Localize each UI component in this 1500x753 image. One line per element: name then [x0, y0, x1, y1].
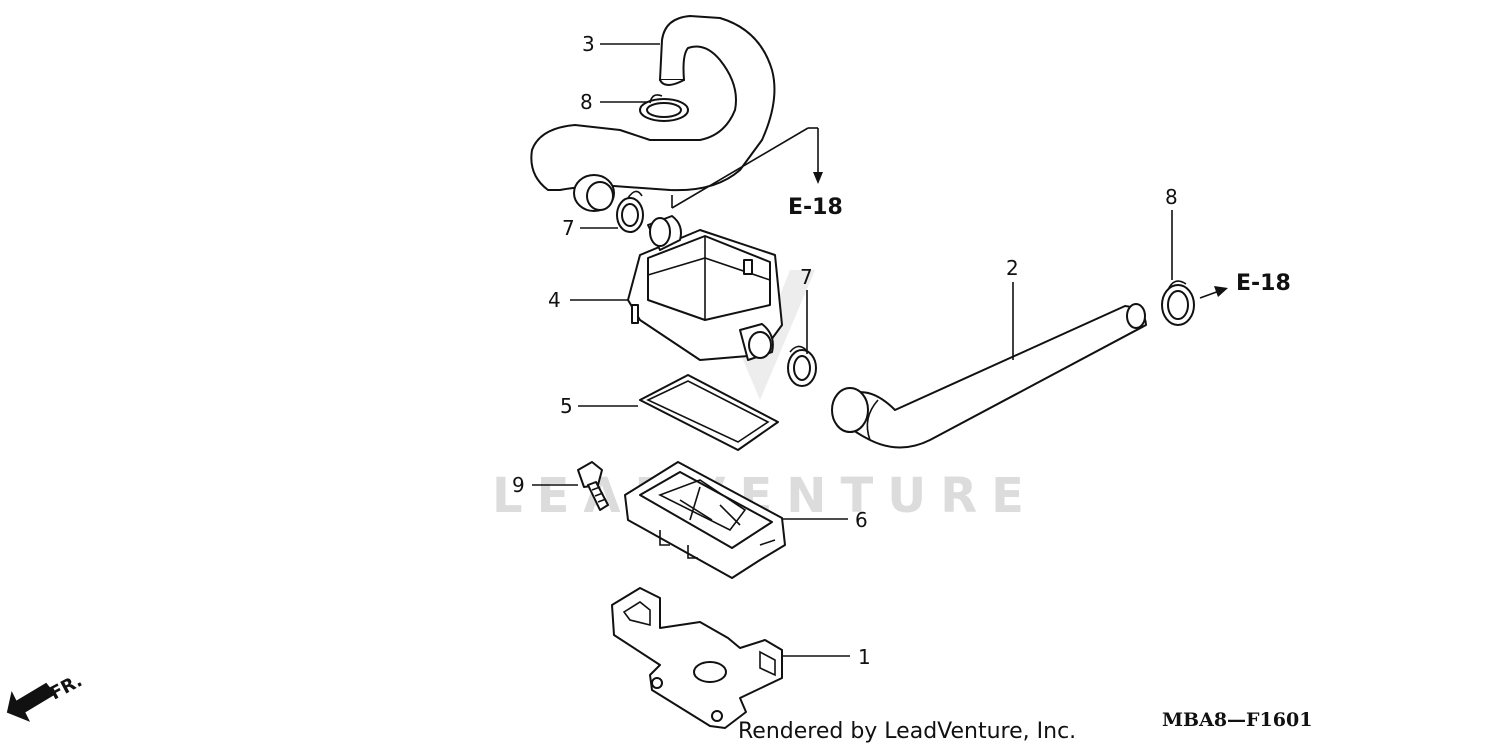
hose-lower-part-2[interactable] — [831, 303, 1147, 449]
bolt-part-9[interactable] — [577, 461, 609, 511]
leader-lines — [532, 43, 1228, 657]
clip-part-8-right[interactable] — [1161, 280, 1195, 326]
bracket-part-1[interactable] — [611, 587, 783, 729]
front-arrow-icon — [6, 682, 56, 722]
clip-part-8-upper[interactable] — [639, 94, 689, 122]
front-label: FR. — [46, 670, 85, 704]
front-direction-indicator: FR. — [6, 670, 86, 722]
clip-part-7-lower[interactable] — [787, 345, 817, 387]
cover-part-6[interactable] — [624, 461, 786, 579]
callout-7-lower: 7 — [800, 265, 813, 289]
callout-5: 5 — [560, 394, 573, 418]
gasket-part-5[interactable] — [639, 374, 779, 451]
callout-9: 9 — [512, 473, 525, 497]
diagram-code: MBA8—F1601 — [1162, 709, 1312, 731]
render-credit: Rendered by LeadVenture, Inc. — [738, 719, 1076, 744]
callout-6: 6 — [855, 508, 868, 532]
clip-part-7-upper[interactable] — [616, 190, 644, 233]
callout-2: 2 — [1006, 256, 1019, 280]
callout-1: 1 — [858, 645, 871, 669]
reference-label-top[interactable]: E-18 — [788, 195, 843, 220]
callout-7-upper: 7 — [562, 216, 575, 240]
callout-4: 4 — [548, 288, 561, 312]
callout-8-upper: 8 — [580, 90, 593, 114]
callout-8-right: 8 — [1165, 185, 1178, 209]
valve-body-part-4[interactable] — [627, 215, 783, 361]
reference-label-right[interactable]: E-18 — [1236, 271, 1291, 296]
hose-upper-part-3[interactable] — [530, 15, 776, 212]
callout-3: 3 — [582, 32, 595, 56]
